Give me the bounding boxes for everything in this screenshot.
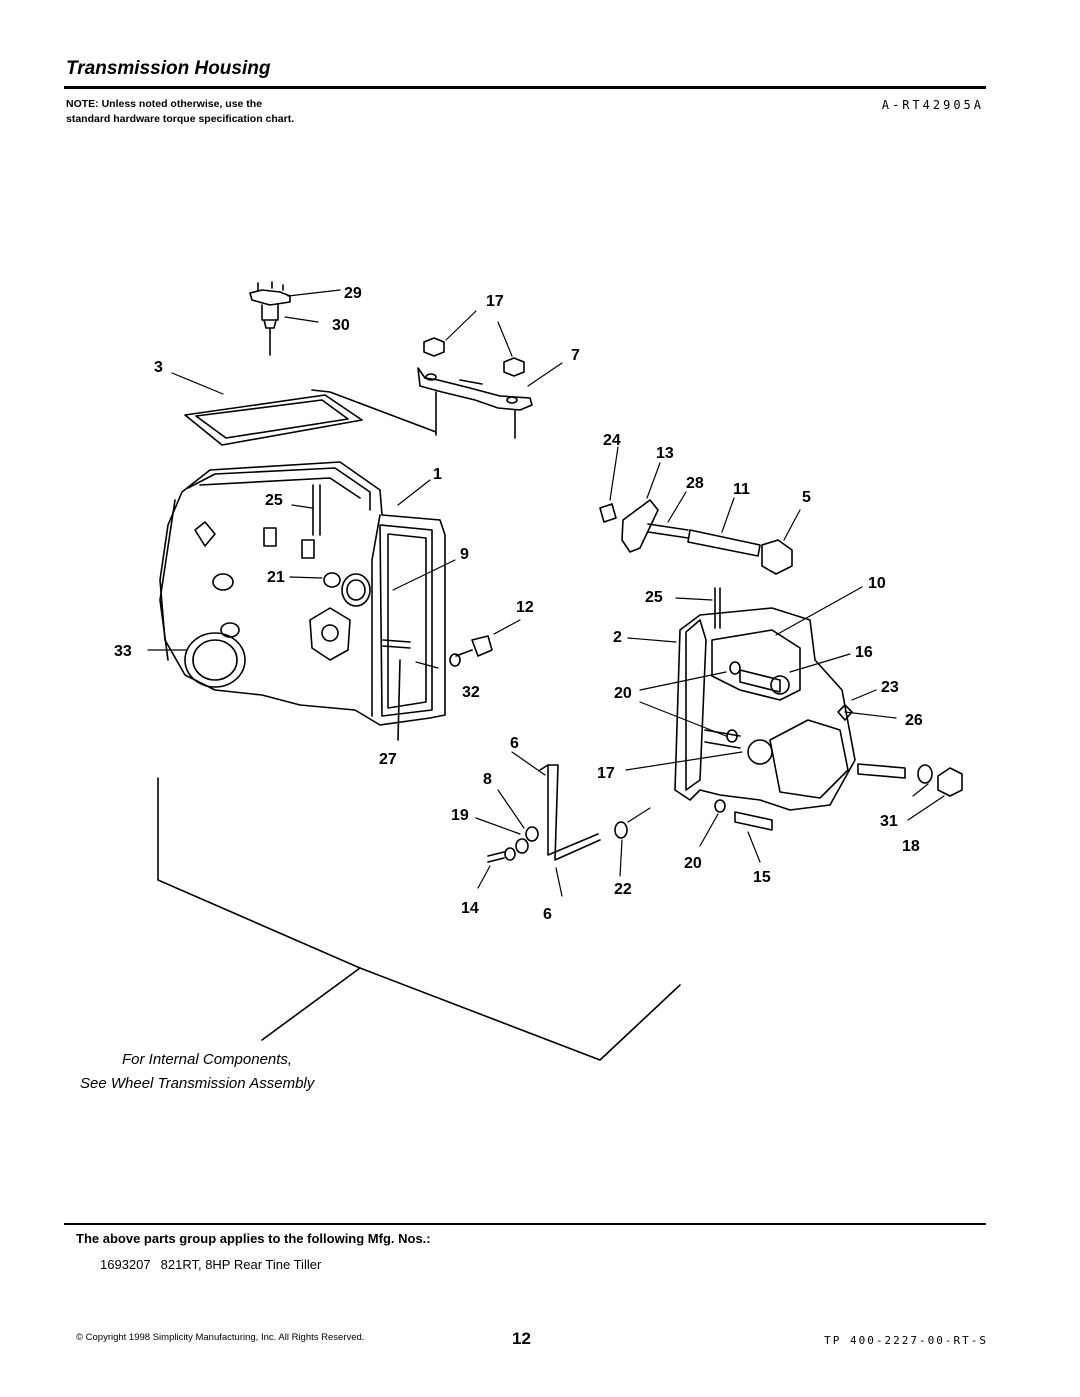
bolt-12 [449,635,493,667]
callout-1: 1 [433,466,442,483]
callout-12: 12 [516,599,534,616]
callout-17: 17 [486,293,504,310]
document-code: TP 400-2227-00-RT-S [824,1334,988,1347]
callout-23: 23 [881,679,899,696]
page-title: Transmission Housing [66,58,271,79]
callout-33: 33 [114,643,132,660]
callout-25: 25 [265,492,283,509]
callout-21: 21 [267,569,285,586]
mfg-number: 1693207 [100,1257,151,1272]
oil-tube [487,764,628,863]
callout-6: 6 [510,735,519,752]
callout-26: 26 [905,712,923,729]
title-rule [64,86,986,89]
callout-8: 8 [483,771,492,788]
callout-25-b: 25 [645,589,663,606]
torque-note: NOTE: Unless noted otherwise, use the st… [66,98,295,125]
seal-21 [323,572,341,588]
shaft-assembly [599,499,793,575]
callout-10: 10 [868,575,886,592]
callout-leaders [147,289,945,897]
callout-28: 28 [686,475,704,492]
callout-13: 13 [656,445,674,462]
callout-6-b: 6 [543,906,552,923]
callout-31: 31 [880,813,898,830]
figure-code: A-RT42905A [881,98,984,112]
transmission-housing [159,461,446,726]
callout-30: 30 [332,317,350,334]
internal-components-note-line2: See Wheel Transmission Assembly [80,1075,316,1092]
callout-32: 32 [462,684,480,701]
callout-9: 9 [460,546,469,563]
callout-17-b: 17 [597,765,615,782]
callout-19: 19 [451,807,469,824]
callout-2: 2 [613,629,622,646]
page-number: 12 [512,1329,531,1348]
callout-5: 5 [802,489,811,506]
side-cover [674,587,963,831]
callout-29: 29 [344,285,362,302]
stud-27 [382,639,411,741]
callout-15: 15 [753,869,771,886]
callout-14: 14 [461,900,479,917]
callout-3: 3 [154,359,163,376]
applies-heading: The above parts group applies to the fol… [76,1231,431,1246]
callout-27: 27 [379,751,397,768]
callout-16: 16 [855,644,873,661]
top-gasket [184,394,363,446]
callout-24: 24 [603,432,621,449]
callout-20-b: 20 [684,855,702,872]
footer-rule [64,1223,986,1225]
callout-22: 22 [614,881,632,898]
copyright-text: © Copyright 1998 Simplicity Manufacturin… [76,1332,365,1343]
callout-20: 20 [614,685,632,702]
callout-18: 18 [902,838,920,855]
callout-11: 11 [733,481,750,498]
model-description: 821RT, 8HP Rear Tine Tiller [160,1257,322,1272]
bracket-plate [417,337,533,439]
dipstick-part [249,281,291,356]
callout-7: 7 [571,347,580,364]
model-row: 1693207 821RT, 8HP Rear Tine Tiller [100,1257,331,1272]
internal-components-note-line1: For Internal Components, [122,1051,292,1068]
